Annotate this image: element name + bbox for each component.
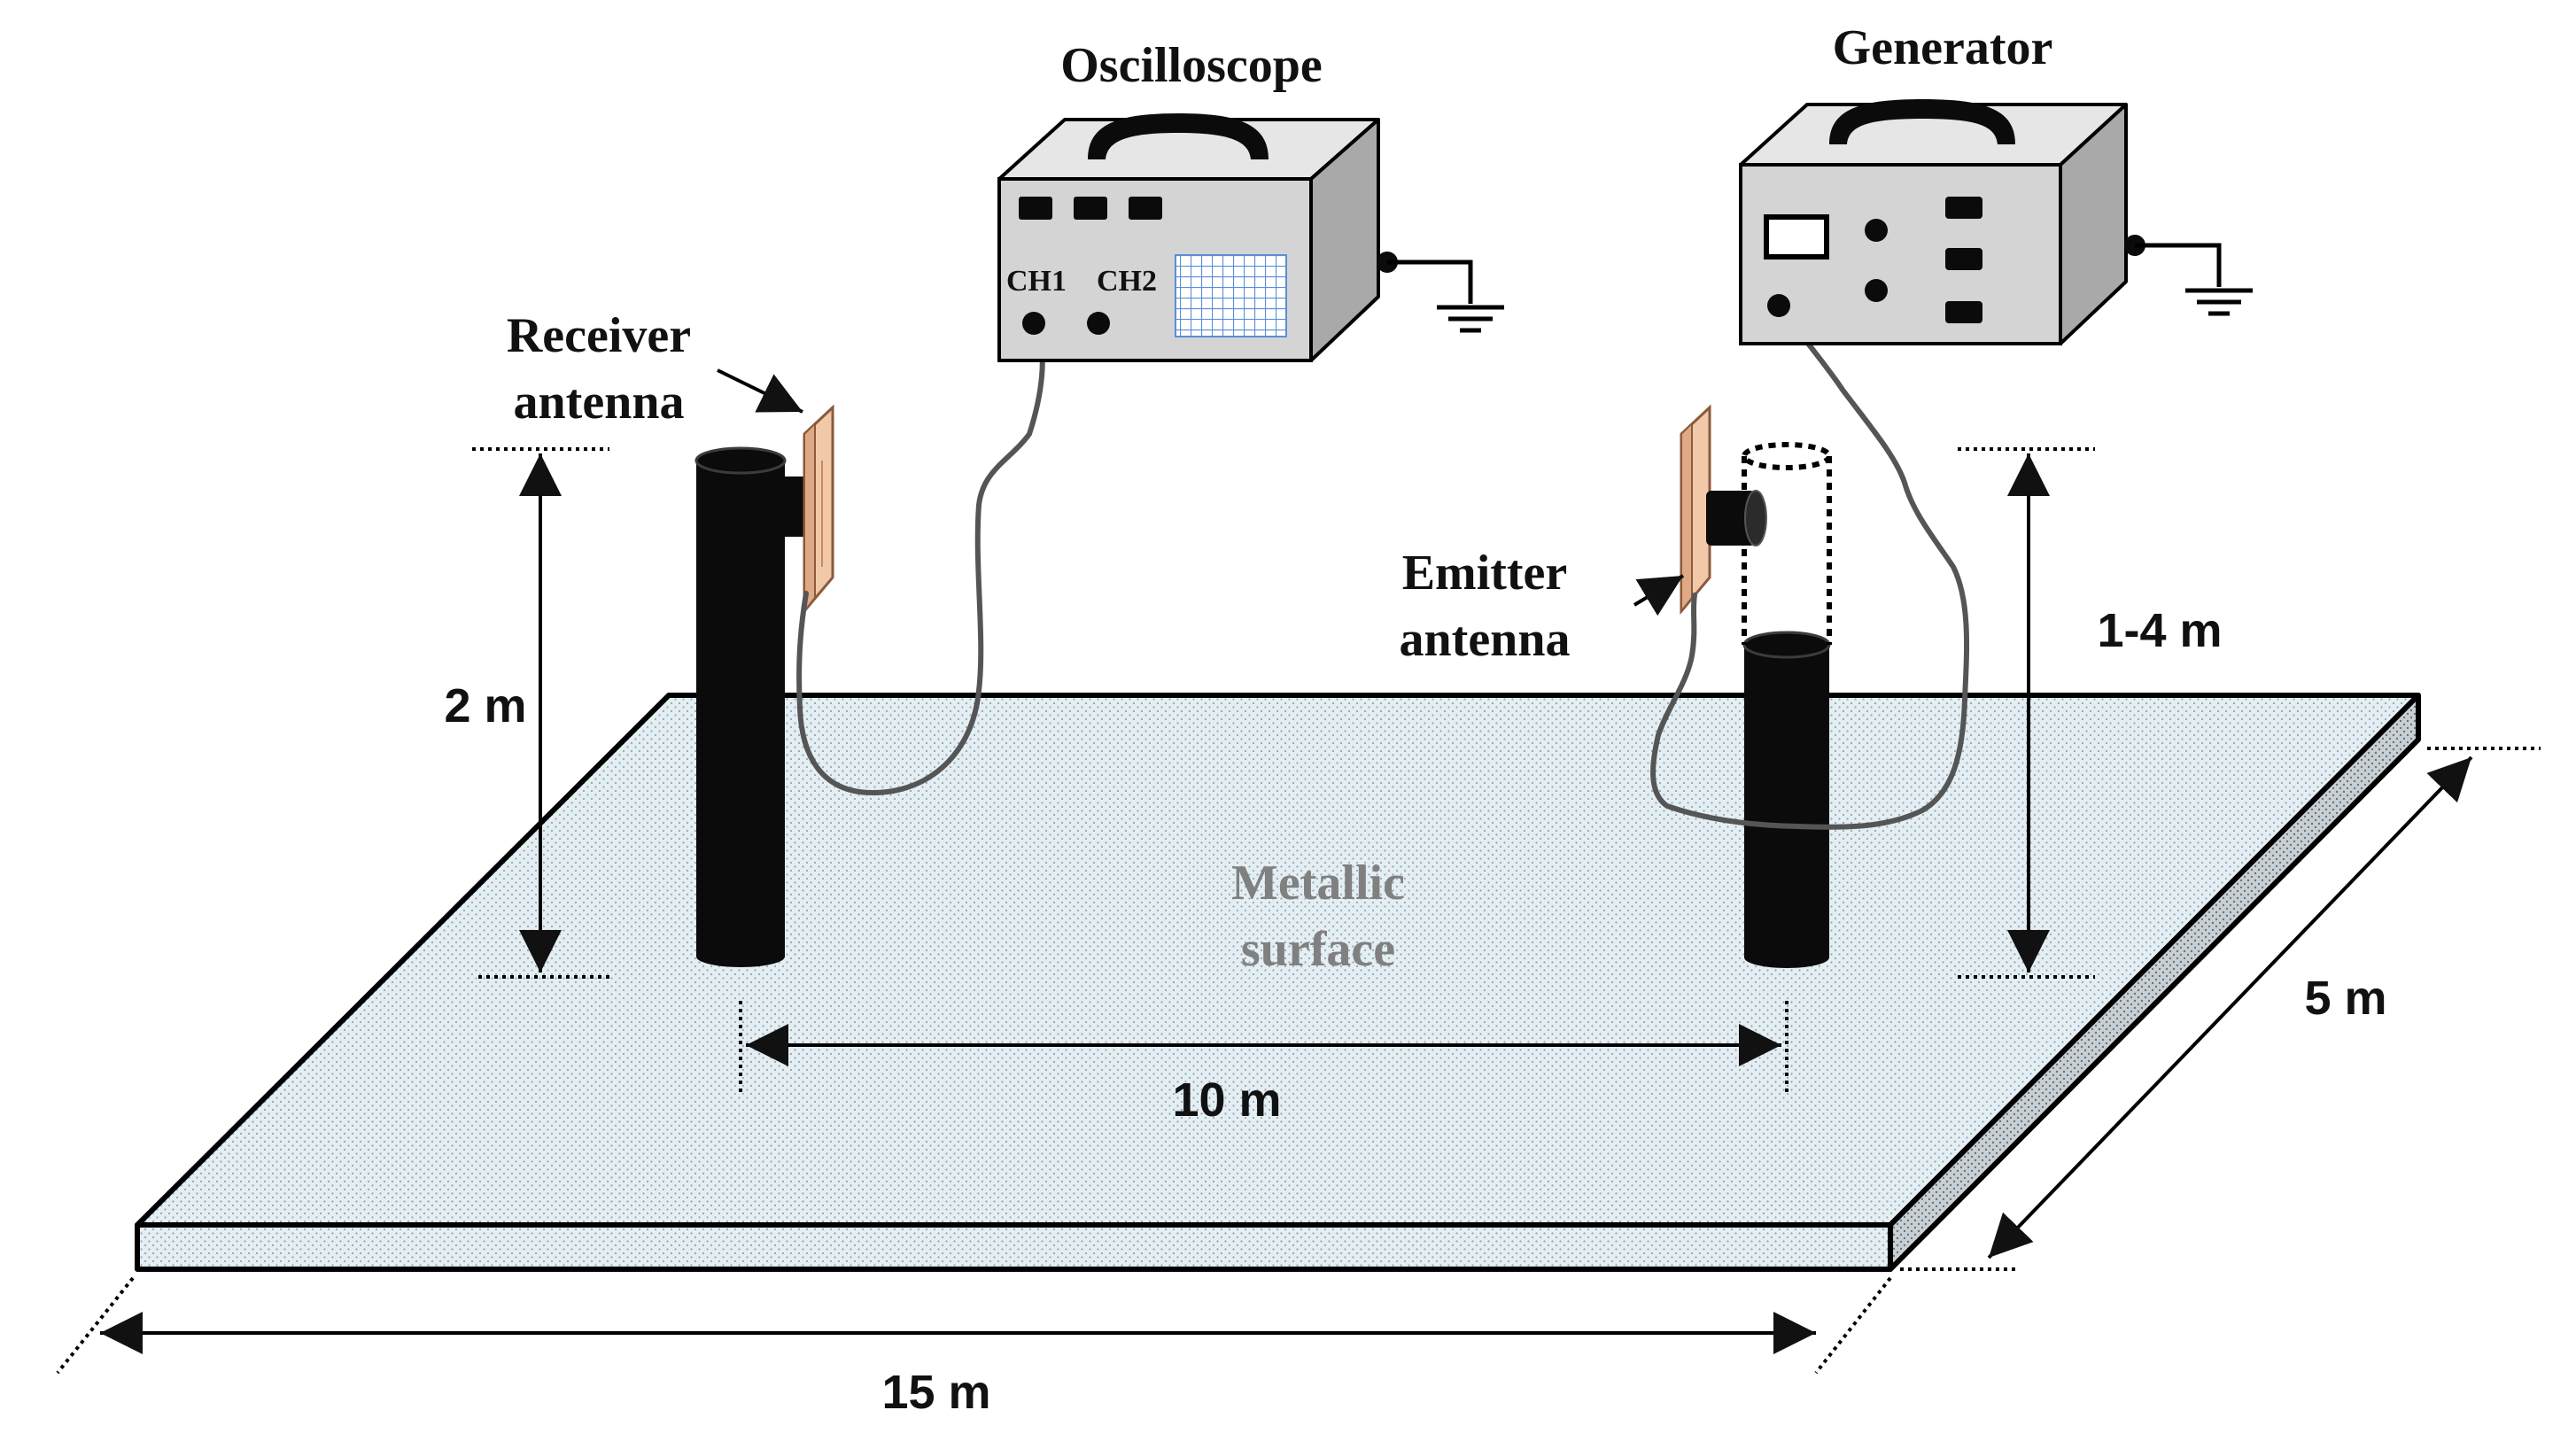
generator-knob-1: [1865, 219, 1888, 242]
receiver-pole: [694, 446, 806, 967]
receiver-label-line1: Receiver: [507, 308, 691, 363]
oscilloscope-button-2: [1074, 197, 1107, 220]
receiver-label-line2: antenna: [514, 375, 685, 430]
ground-icon: [2185, 288, 2253, 316]
ch2-label: CH2: [1097, 265, 1157, 298]
generator-cable: [1650, 303, 1970, 830]
emitter-height-label: 1-4 m: [2097, 604, 2222, 657]
ch1-label: CH1: [1006, 265, 1067, 298]
emitter-pole: [1742, 631, 1831, 968]
oscilloscope-ground-wire: [1387, 260, 1473, 304]
surface-length-dimension: [56, 1276, 1892, 1375]
surface-front-edge: [135, 1222, 1893, 1272]
surface-width-dimension: [1900, 747, 2541, 1271]
receiver-antenna: [803, 404, 834, 616]
emitter-label-line1: Emitter: [1402, 546, 1568, 601]
handle-icon: [1829, 99, 2015, 144]
emitter-antenna: [1680, 404, 1767, 616]
receiver-pointer: [717, 368, 803, 414]
generator-output-connector: [1767, 294, 1790, 317]
surface-width-label: 5 m: [2304, 972, 2386, 1025]
oscilloscope-button-3: [1129, 197, 1162, 220]
generator-title: Generator: [1833, 20, 2053, 75]
emitter-pointer: [1633, 574, 1685, 616]
emitter-pole-extension: [1742, 442, 1832, 645]
receiver-height-dimension: [472, 447, 609, 979]
generator-button-3: [1945, 301, 1982, 323]
receiver-cable: [796, 321, 1045, 795]
generator: [1739, 99, 2253, 345]
receiver-bracket: [780, 477, 806, 537]
ground-icon: [1437, 305, 1504, 333]
generator-knob-2: [1865, 279, 1888, 302]
emitter-label-line2: antenna: [1400, 612, 1571, 667]
antenna-separation-dimension: [739, 1001, 1788, 1092]
metallic-surface: [135, 693, 2421, 1272]
receiver-height-label: 2 m: [444, 679, 526, 732]
oscilloscope: [997, 113, 1504, 362]
surface-length-label: 15 m: [881, 1366, 990, 1419]
generator-display: [1764, 214, 1829, 260]
oscilloscope-button-1: [1019, 197, 1052, 220]
metallic-surface-label-line1: Metallic: [1231, 856, 1405, 910]
oscilloscope-title: Oscilloscope: [1060, 38, 1323, 93]
oscilloscope-screen: [1175, 254, 1287, 337]
generator-button-2: [1945, 248, 1982, 270]
generator-button-1: [1945, 197, 1982, 219]
metallic-surface-label-line2: surface: [1241, 922, 1395, 977]
ch1-connector: [1022, 312, 1045, 335]
handle-icon: [1088, 113, 1269, 159]
generator-ground-wire: [2135, 243, 2222, 287]
antenna-separation-label: 10 m: [1172, 1073, 1281, 1127]
ch2-connector: [1087, 312, 1110, 335]
